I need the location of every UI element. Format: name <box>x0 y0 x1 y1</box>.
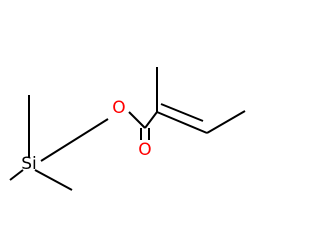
bond-o-ester-carbonyl-carbon <box>128 111 146 129</box>
bond-carbonyl-alpha-carbon <box>144 111 158 129</box>
atom-label-o-carbonyl: O <box>138 140 151 160</box>
bond-si-o-ester <box>40 118 109 162</box>
bond-alkene-double-line-2 <box>160 103 204 122</box>
atom-label-si: Si <box>21 154 37 174</box>
bond-si-methyl-bottom <box>34 169 73 191</box>
bond-beta-methyl <box>206 110 246 134</box>
atom-label-o-ester: O <box>112 98 125 118</box>
bond-si-methyl-left <box>9 169 24 181</box>
bond-alkene-double-line-1 <box>156 111 208 134</box>
molecule-structure-diagram: Si O O <box>9 67 246 191</box>
